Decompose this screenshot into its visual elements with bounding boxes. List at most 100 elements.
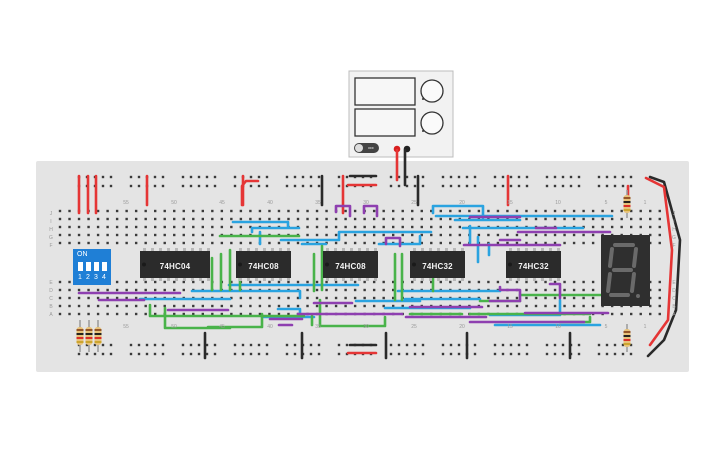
breadboard-hole[interactable] — [582, 296, 585, 300]
breadboard-hole[interactable] — [525, 304, 528, 308]
breadboard-hole[interactable] — [173, 288, 176, 292]
breadboard-hole[interactable] — [96, 217, 100, 221]
breadboard-hole[interactable] — [144, 288, 147, 292]
power-rail-hole[interactable] — [317, 184, 321, 188]
breadboard-hole[interactable] — [239, 217, 243, 221]
breadboard-hole[interactable] — [449, 280, 452, 284]
breadboard-hole[interactable] — [534, 296, 538, 300]
breadboard-hole[interactable] — [87, 312, 90, 316]
breadboard-hole[interactable] — [496, 296, 500, 300]
breadboard-hole[interactable] — [630, 312, 633, 316]
blue-signal-wire[interactable] — [431, 204, 485, 220]
power-rail-hole[interactable] — [473, 184, 477, 188]
power-rail-hole[interactable] — [109, 343, 113, 347]
power-rail-hole[interactable] — [597, 343, 601, 347]
breadboard-hole[interactable] — [77, 241, 81, 245]
breadboard-hole[interactable] — [277, 280, 281, 284]
breadboard-hole[interactable] — [144, 217, 147, 221]
breadboard-hole[interactable] — [496, 280, 500, 284]
power-rail-hole[interactable] — [449, 352, 453, 356]
power-rail-hole[interactable] — [397, 175, 401, 179]
breadboard-hole[interactable] — [87, 225, 90, 229]
power-rail-hole[interactable] — [553, 352, 557, 356]
power-rail-hole[interactable] — [441, 184, 445, 188]
psu-current-knob[interactable] — [420, 111, 444, 135]
breadboard-hole[interactable] — [458, 225, 462, 229]
breadboard-hole[interactable] — [249, 304, 252, 308]
breadboard-hole[interactable] — [344, 241, 347, 245]
breadboard-hole[interactable] — [182, 241, 185, 245]
breadboard-hole[interactable] — [382, 288, 385, 292]
power-rail-hole[interactable] — [545, 184, 549, 188]
breadboard-hole[interactable] — [306, 304, 309, 308]
power-rail-hole[interactable] — [389, 184, 393, 188]
breadboard-hole[interactable] — [639, 225, 642, 229]
power-rail-hole[interactable] — [265, 175, 269, 179]
breadboard-hole[interactable] — [220, 209, 224, 213]
breadboard-hole[interactable] — [582, 241, 585, 245]
breadboard-hole[interactable] — [154, 280, 157, 284]
purple-signal-wire[interactable] — [384, 236, 402, 248]
breadboard-hole[interactable] — [249, 241, 252, 245]
power-rail-hole[interactable] — [413, 343, 417, 347]
breadboard-hole[interactable] — [220, 304, 224, 308]
power-rail-hole[interactable] — [161, 184, 165, 188]
breadboard-hole[interactable] — [649, 209, 652, 213]
power-rail-hole[interactable] — [249, 184, 253, 188]
breadboard-hole[interactable] — [192, 312, 195, 316]
power-rail-hole[interactable] — [109, 175, 113, 179]
breadboard-hole[interactable] — [134, 280, 138, 284]
breadboard-hole[interactable] — [439, 241, 442, 245]
breadboard-hole[interactable] — [420, 217, 423, 221]
power-rail-hole[interactable] — [257, 175, 261, 179]
breadboard-hole[interactable] — [344, 280, 347, 284]
breadboard-hole[interactable] — [115, 233, 119, 237]
power-rail-hole[interactable] — [309, 343, 313, 347]
breadboard-hole[interactable] — [401, 304, 404, 308]
breadboard-hole[interactable] — [658, 312, 661, 316]
power-rail-hole[interactable] — [561, 343, 565, 347]
breadboard-hole[interactable] — [287, 217, 290, 221]
breadboard-hole[interactable] — [87, 304, 90, 308]
breadboard-hole[interactable] — [506, 304, 509, 308]
breadboard-hole[interactable] — [154, 312, 157, 316]
power-rail-hole[interactable] — [493, 175, 497, 179]
power-rail-hole[interactable] — [257, 352, 261, 356]
breadboard-hole[interactable] — [106, 217, 109, 221]
breadboard-hole[interactable] — [430, 241, 433, 245]
power-rail-hole[interactable] — [85, 343, 89, 347]
breadboard-hole[interactable] — [610, 217, 614, 221]
breadboard-hole[interactable] — [230, 209, 233, 213]
breadboard-hole[interactable] — [477, 280, 481, 284]
breadboard-hole[interactable] — [563, 233, 566, 237]
green-signal-wire[interactable] — [148, 303, 306, 318]
breadboard-hole[interactable] — [268, 209, 271, 213]
resistor-3[interactable] — [94, 320, 102, 352]
blue-signal-wire[interactable] — [377, 234, 422, 246]
breadboard-hole[interactable] — [144, 233, 147, 237]
breadboard-hole[interactable] — [401, 225, 404, 229]
breadboard-hole[interactable] — [296, 209, 300, 213]
power-rail-hole[interactable] — [345, 184, 349, 188]
breadboard-hole[interactable] — [58, 233, 62, 237]
breadboard-hole[interactable] — [544, 217, 547, 221]
breadboard-hole[interactable] — [449, 241, 452, 245]
breadboard-hole[interactable] — [258, 209, 262, 213]
power-rail-hole[interactable] — [553, 343, 557, 347]
breadboard-hole[interactable] — [154, 217, 157, 221]
breadboard-hole[interactable] — [239, 225, 243, 229]
red-power-wire[interactable] — [240, 179, 260, 207]
breadboard-hole[interactable] — [572, 217, 576, 221]
breadboard-hole[interactable] — [582, 280, 585, 284]
power-rail-hole[interactable] — [77, 352, 81, 356]
breadboard-hole[interactable] — [582, 304, 585, 308]
breadboard-hole[interactable] — [372, 217, 376, 221]
breadboard-hole[interactable] — [477, 209, 481, 213]
breadboard-hole[interactable] — [315, 280, 319, 284]
breadboard-hole[interactable] — [658, 217, 661, 221]
breadboard-hole[interactable] — [182, 217, 185, 221]
power-rail-hole[interactable] — [205, 175, 209, 179]
breadboard-hole[interactable] — [211, 312, 214, 316]
breadboard-hole[interactable] — [553, 304, 557, 308]
breadboard-hole[interactable] — [211, 233, 214, 237]
